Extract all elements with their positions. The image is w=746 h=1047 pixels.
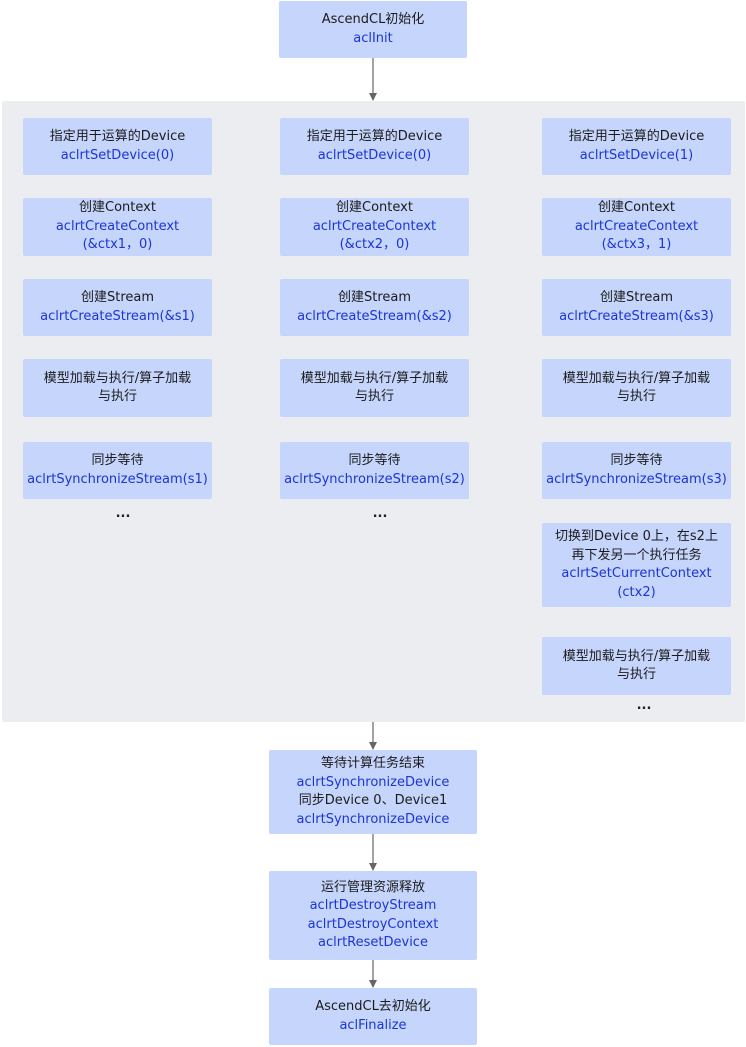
release-title: 运行管理资源释放 <box>320 879 425 895</box>
c3-model-exec-title2: 与执行 <box>616 389 656 404</box>
c3-create-stream-api: aclrtCreateStream(&s3) <box>559 308 714 324</box>
c2-create-context-api: aclrtCreateContext <box>312 218 437 234</box>
sync-device-box: 等待计算任务结束 aclrtSynchronizeDevice 同步Device… <box>269 750 477 834</box>
c3-set-device-title: 指定用于运算的Device <box>568 129 705 144</box>
sync-device-api2: aclrtSynchronizeDevice <box>296 811 450 827</box>
c2-sync-stream-api: aclrtSynchronizeStream(s2) <box>284 471 465 487</box>
c3-model-exec2-title2: 与执行 <box>616 667 656 682</box>
c1-sync-stream-api: aclrtSynchronizeStream(s1) <box>27 471 208 487</box>
c3-set-device-api: aclrtSetDevice(1) <box>579 147 694 163</box>
c3-sync-stream-box: 同步等待 aclrtSynchronizeStream(s3) <box>542 442 731 499</box>
c1-create-context-args: (&ctx1，0) <box>82 237 153 253</box>
c3-switch-context-title: 切换到Device 0上，在s2上 <box>555 529 718 544</box>
c2-model-exec-title: 模型加载与执行/算子加载 <box>300 370 449 386</box>
c2-set-device-api: aclrtSetDevice(0) <box>317 147 432 163</box>
c3-create-context-args: (&ctx3，1) <box>601 237 672 253</box>
c2-sync-stream-title: 同步等待 <box>348 453 401 468</box>
release-resources-box: 运行管理资源释放 aclrtDestroyStream aclrtDestroy… <box>269 871 477 960</box>
c2-create-stream-box: 创建Stream aclrtCreateStream(&s2) <box>280 279 469 336</box>
c1-create-context-api: aclrtCreateContext <box>55 218 180 234</box>
c3-create-stream-title: 创建Stream <box>599 290 674 305</box>
c3-set-device-box: 指定用于运算的Device aclrtSetDevice(1) <box>542 118 731 175</box>
c3-switch-context-args: (ctx2) <box>617 584 656 600</box>
release-api-device: aclrtResetDevice <box>318 935 428 950</box>
c1-set-device-box: 指定用于运算的Device aclrtSetDevice(0) <box>23 118 212 175</box>
c2-model-exec-box: 模型加载与执行/算子加载 与执行 <box>280 359 469 417</box>
c1-create-stream-title: 创建Stream <box>80 290 155 305</box>
c3-model-exec-box: 模型加载与执行/算子加载 与执行 <box>542 359 731 417</box>
c2-create-context-args: (&ctx2，0) <box>339 237 410 253</box>
c1-create-stream-box: 创建Stream aclrtCreateStream(&s1) <box>23 279 212 336</box>
c3-model-exec2-box: 模型加载与执行/算子加载 与执行 <box>542 637 731 695</box>
c3-switch-context-api: aclrtSetCurrentContext <box>561 566 712 581</box>
c1-create-context-box: 创建Context aclrtCreateContext (&ctx1，0) <box>23 198 212 256</box>
c1-model-exec-title: 模型加载与执行/算子加载 <box>43 370 192 386</box>
c3-sync-stream-api: aclrtSynchronizeStream(s3) <box>546 471 727 487</box>
c3-create-context-title: 创建Context <box>598 200 675 216</box>
c2-set-device-box: 指定用于运算的Device aclrtSetDevice(0) <box>280 118 469 175</box>
c3-sync-stream-title: 同步等待 <box>610 453 663 468</box>
c1-ellipsis: ... <box>115 506 131 521</box>
c3-model-exec2-title: 模型加载与执行/算子加载 <box>562 648 711 664</box>
sync-device-api: aclrtSynchronizeDevice <box>296 774 450 790</box>
finalize-api: aclFinalize <box>339 1017 407 1033</box>
c1-create-context-title: 创建Context <box>79 200 156 216</box>
c2-create-context-title: 创建Context <box>336 200 413 216</box>
sync-device-title: 等待计算任务结束 <box>320 756 425 771</box>
c1-model-exec-title2: 与执行 <box>97 389 137 404</box>
c3-model-exec-title: 模型加载与执行/算子加载 <box>562 370 711 386</box>
c3-create-stream-box: 创建Stream aclrtCreateStream(&s3) <box>542 279 731 336</box>
c2-model-exec-title2: 与执行 <box>354 389 394 404</box>
c3-create-context-api: aclrtCreateContext <box>574 218 699 234</box>
sync-device-title2: 同步Device 0、Device1 <box>298 793 448 808</box>
c2-create-context-box: 创建Context aclrtCreateContext (&ctx2，0) <box>280 198 469 256</box>
c2-create-stream-api: aclrtCreateStream(&s2) <box>297 308 452 324</box>
c2-create-stream-title: 创建Stream <box>337 290 412 305</box>
init-title: AscendCL初始化 <box>321 12 425 27</box>
c3-switch-context-box: 切换到Device 0上，在s2上 再下发另一个执行任务 aclrtSetCur… <box>542 523 731 607</box>
release-api-stream: aclrtDestroyStream <box>309 898 437 913</box>
c1-sync-stream-title: 同步等待 <box>91 453 144 468</box>
c2-set-device-title: 指定用于运算的Device <box>306 129 443 144</box>
c3-create-context-box: 创建Context aclrtCreateContext (&ctx3，1) <box>542 198 731 256</box>
release-api-context: aclrtDestroyContext <box>307 916 439 932</box>
c1-model-exec-box: 模型加载与执行/算子加载 与执行 <box>23 359 212 417</box>
c1-set-device-title: 指定用于运算的Device <box>49 129 186 144</box>
c3-ellipsis: ... <box>636 698 652 713</box>
finalize-title: AscendCL去初始化 <box>315 999 431 1014</box>
finalize-box: AscendCL去初始化 aclFinalize <box>269 988 477 1045</box>
init-api: aclInit <box>353 30 393 46</box>
c2-ellipsis: ... <box>372 506 388 521</box>
c1-sync-stream-box: 同步等待 aclrtSynchronizeStream(s1) <box>23 442 212 499</box>
c1-create-stream-api: aclrtCreateStream(&s1) <box>40 308 195 324</box>
c2-sync-stream-box: 同步等待 aclrtSynchronizeStream(s2) <box>280 442 469 499</box>
c3-switch-context-title2: 再下发另一个执行任务 <box>571 547 702 563</box>
c1-set-device-api: aclrtSetDevice(0) <box>60 147 175 163</box>
init-box: AscendCL初始化 aclInit <box>279 1 467 58</box>
